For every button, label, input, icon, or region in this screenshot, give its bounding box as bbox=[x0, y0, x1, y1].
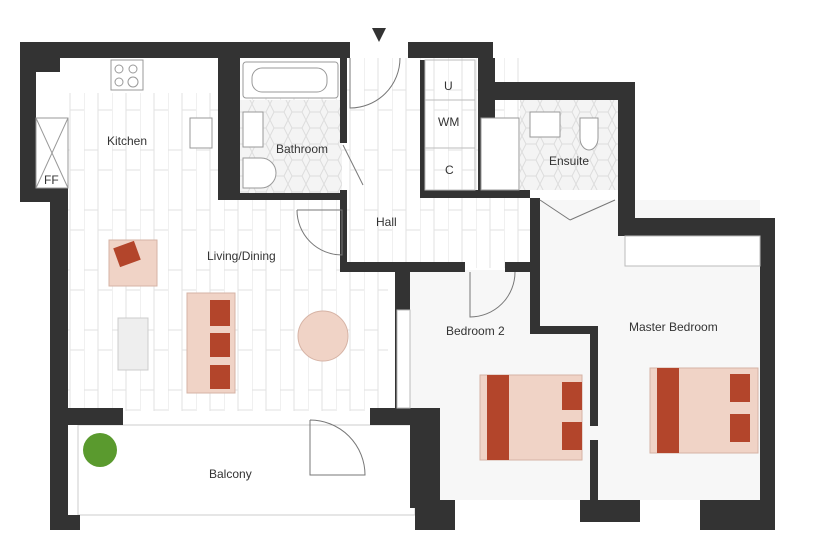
entrance-arrow-icon bbox=[372, 28, 386, 42]
hob-icon bbox=[110, 59, 144, 91]
room-label-ensuite: Ensuite bbox=[549, 154, 589, 168]
toilet-icon bbox=[242, 157, 277, 189]
furniture bbox=[83, 239, 759, 467]
room-label-balcony: Balcony bbox=[209, 467, 252, 481]
sink-icon bbox=[189, 117, 213, 149]
room-labels: Kitchen Bathroom Hall Living/Dining Ensu… bbox=[44, 79, 718, 481]
plant-icon bbox=[83, 433, 117, 467]
cupboard-ff: FF bbox=[44, 173, 59, 187]
room-label-kitchen: Kitchen bbox=[107, 134, 147, 148]
doors bbox=[296, 57, 616, 476]
shower-icon bbox=[480, 117, 520, 191]
walls bbox=[20, 42, 775, 530]
room-label-hall: Hall bbox=[376, 215, 397, 229]
basin-icon bbox=[242, 111, 264, 148]
dining-table bbox=[297, 310, 349, 362]
ensuite-basin-icon bbox=[529, 111, 561, 138]
coffee-table bbox=[117, 317, 149, 371]
fixtures bbox=[35, 59, 761, 409]
room-label-master: Master Bedroom bbox=[629, 320, 718, 334]
room-label-living: Living/Dining bbox=[207, 249, 276, 263]
ensuite-toilet-icon bbox=[579, 117, 599, 151]
room-label-bedroom2: Bedroom 2 bbox=[446, 324, 505, 338]
room-label-bathroom: Bathroom bbox=[276, 142, 328, 156]
cupboard-u: U bbox=[444, 79, 453, 93]
cupboard-wm: WM bbox=[438, 115, 459, 129]
cupboard-c: C bbox=[445, 163, 454, 177]
